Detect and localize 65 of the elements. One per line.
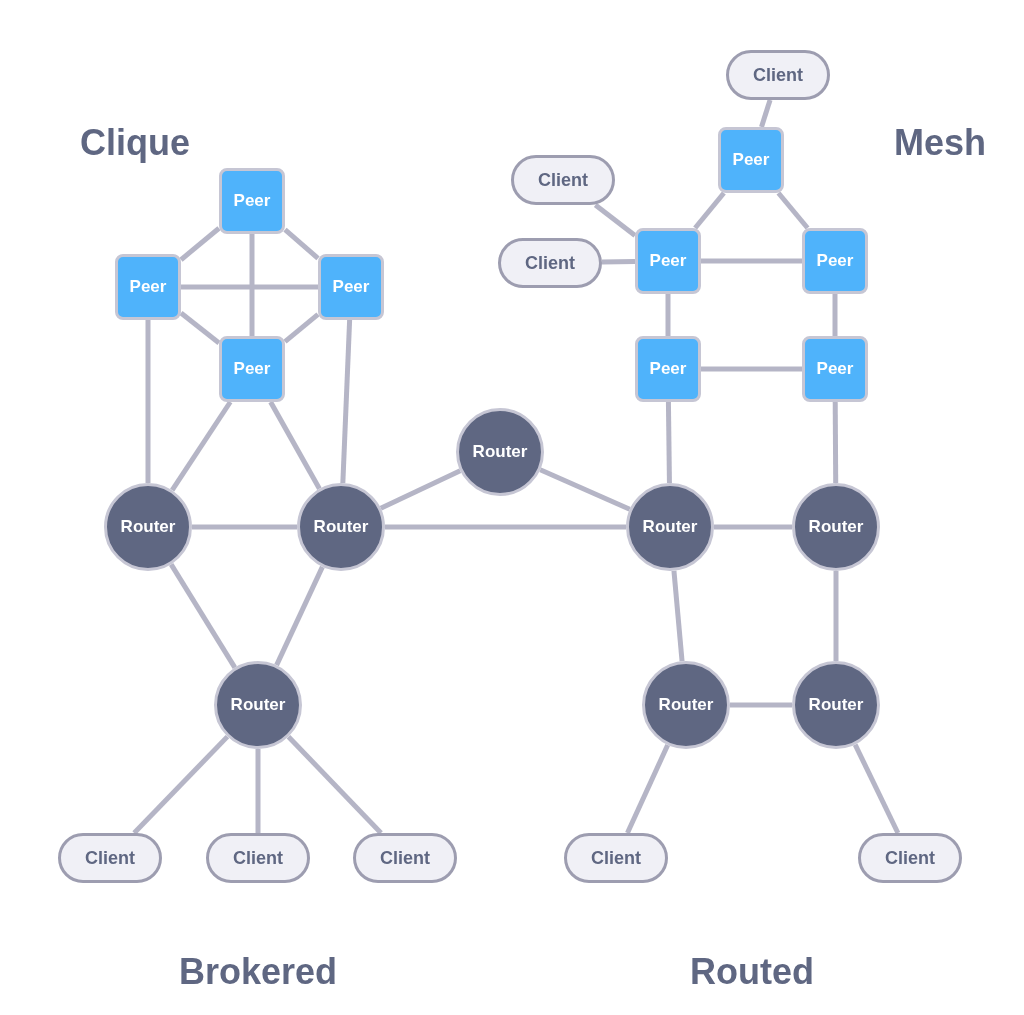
connector-line (601, 259, 636, 265)
connector-line (665, 294, 671, 336)
connector-line (274, 565, 325, 667)
connector-line (693, 191, 726, 230)
client-pill: Client (58, 833, 162, 883)
client-pill: Client (206, 833, 310, 883)
connector-line (268, 400, 322, 490)
connector-line (379, 468, 462, 511)
peer-box: Peer (718, 127, 784, 193)
connector-line (192, 524, 297, 530)
router-circle: Router (297, 483, 385, 571)
group-title: Brokered (178, 951, 338, 993)
connector-line (776, 191, 810, 230)
client-pill: Client (726, 50, 830, 100)
client-pill: Client (498, 238, 602, 288)
connector-line (179, 311, 221, 345)
connector-line (730, 702, 792, 708)
connector-line (833, 571, 839, 661)
router-circle: Router (792, 661, 880, 749)
connector-line (340, 319, 353, 484)
peer-box: Peer (802, 336, 868, 402)
connector-line (701, 366, 802, 372)
router-circle: Router (642, 661, 730, 749)
client-pill: Client (511, 155, 615, 205)
peer-box: Peer (802, 228, 868, 294)
connector-line (385, 524, 626, 530)
client-pill: Client (564, 833, 668, 883)
connector-line (170, 400, 233, 492)
router-circle: Router (214, 661, 302, 749)
connector-line (665, 401, 672, 484)
connector-line (671, 570, 685, 662)
client-pill: Client (858, 833, 962, 883)
connector-line (539, 467, 631, 512)
peer-box: Peer (635, 228, 701, 294)
router-circle: Router (104, 483, 192, 571)
connector-line (852, 743, 901, 835)
peer-box: Peer (635, 336, 701, 402)
connector-line (286, 735, 383, 835)
connector-line (701, 258, 802, 264)
group-title: Clique (80, 122, 190, 164)
connector-line (283, 227, 320, 261)
router-circle: Router (792, 483, 880, 571)
connector-line (169, 563, 237, 669)
client-pill: Client (353, 833, 457, 883)
connector-line (255, 749, 261, 833)
peer-box: Peer (318, 254, 384, 320)
group-title: Routed (690, 951, 814, 993)
connector-line (625, 743, 670, 835)
connector-line (249, 234, 255, 336)
peer-box: Peer (219, 168, 285, 234)
connector-line (714, 524, 792, 530)
connector-line (145, 320, 151, 483)
connector-line (759, 99, 773, 128)
peer-box: Peer (219, 336, 285, 402)
connector-line (179, 226, 221, 262)
group-title: Mesh (894, 122, 986, 164)
connector-line (132, 734, 230, 835)
connector-line (593, 203, 637, 238)
router-circle: Router (626, 483, 714, 571)
connector-line (181, 284, 318, 290)
connector-line (832, 294, 838, 336)
connector-line (283, 312, 320, 344)
peer-box: Peer (115, 254, 181, 320)
connector-line (832, 402, 839, 483)
router-circle: Router (456, 408, 544, 496)
